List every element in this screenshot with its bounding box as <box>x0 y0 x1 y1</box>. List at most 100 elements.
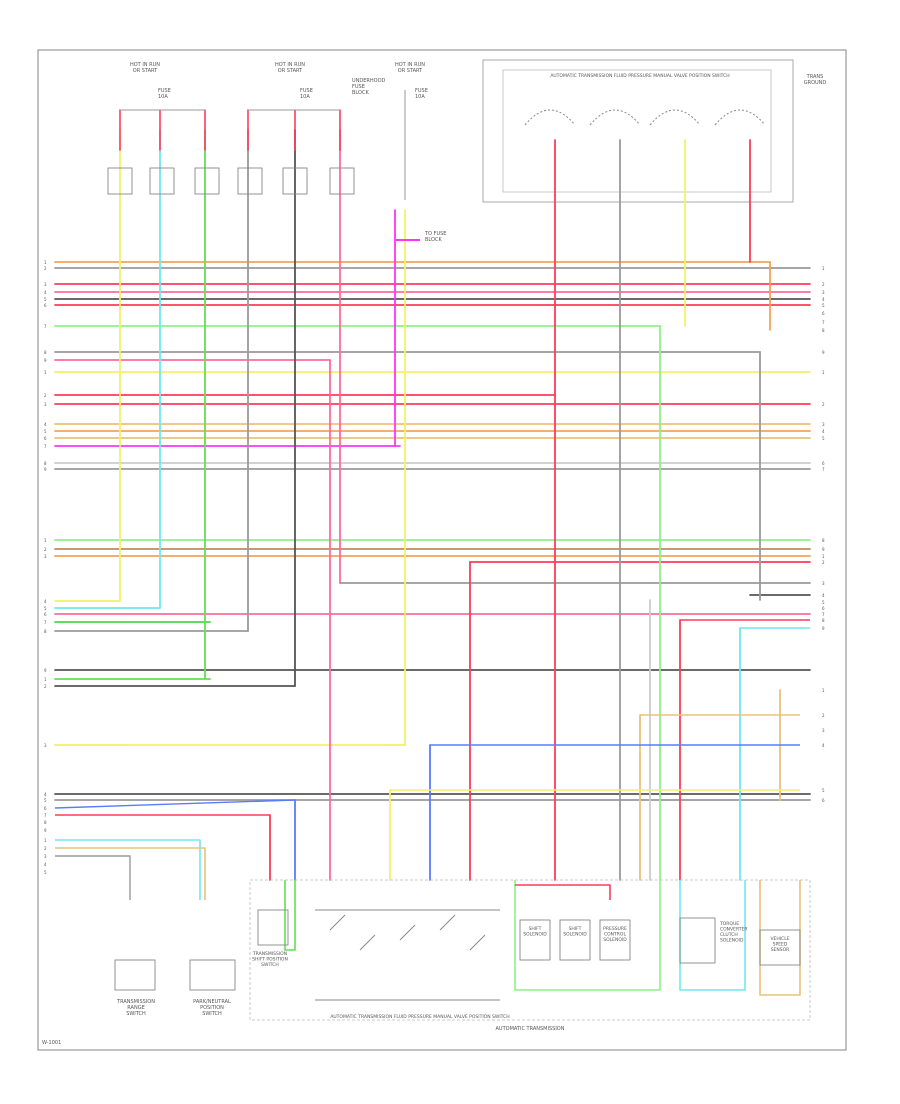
pin-left-1: 2 <box>44 266 47 271</box>
pressure-solenoid <box>599 919 631 961</box>
label-solenoid-c: PRESSURE <box>603 926 627 932</box>
pin-right-19: 2 <box>822 560 825 565</box>
label-park-neutral: SWITCH <box>202 1011 222 1017</box>
label-park-neutral: PARK/NEUTRAL <box>193 999 231 1005</box>
label-solenoid-a: SOLENOID <box>523 932 547 938</box>
park-neutral-body <box>189 959 236 991</box>
speed-sensor <box>759 929 801 966</box>
pin-left-28: 2 <box>44 684 47 689</box>
pin-right-21: 4 <box>822 593 825 598</box>
pin-right-32: 6 <box>822 798 825 803</box>
pin-left-33: 7 <box>44 813 47 818</box>
pressure-contact-2 <box>649 109 701 126</box>
pin-left-4: 5 <box>44 297 47 302</box>
pin-right-14: 6 <box>822 461 825 466</box>
pin-left-13: 5 <box>44 429 47 434</box>
label-hot-mid: OR START <box>278 68 303 74</box>
pin-left-14: 6 <box>44 436 47 441</box>
pin-left-11: 3 <box>44 402 47 407</box>
pin-left-23: 6 <box>44 612 47 617</box>
pin-right-11: 3 <box>822 422 825 427</box>
label-fuse-a: 10A <box>158 94 168 100</box>
wire-cyan-bottom <box>55 839 201 900</box>
label-fuse-a: FUSE <box>158 88 171 94</box>
label-shift-pos: SWITCH <box>261 962 279 968</box>
label-solenoid-c: SOLENOID <box>603 937 627 943</box>
pin-left-39: 4 <box>44 862 47 867</box>
pin-left-34: 8 <box>44 820 47 825</box>
pin-right-1: 2 <box>822 282 825 287</box>
switch-contact-4 <box>469 934 486 951</box>
pin-right-2: 3 <box>822 290 825 295</box>
label-hot-left: OR START <box>133 68 158 74</box>
pin-left-21: 4 <box>44 599 47 604</box>
label-speed-sensor: VEHICLE <box>770 936 789 942</box>
pin-left-32: 6 <box>44 806 47 811</box>
label-park-neutral: POSITION <box>200 1005 224 1011</box>
pressure-contact-0 <box>524 109 576 126</box>
pin-left-26: 9 <box>44 668 47 673</box>
label-underhood: BLOCK <box>352 90 369 96</box>
pin-left-30: 4 <box>44 792 47 797</box>
label-pressure-switch: AUTOMATIC TRANSMISSION FLUID PRESSURE MA… <box>330 1014 509 1020</box>
pin-left-35: 9 <box>44 828 47 833</box>
pin-right-4: 5 <box>822 303 825 308</box>
label-tcc: TORQUE <box>719 921 739 927</box>
label-range-switch: SWITCH <box>126 1011 146 1017</box>
pin-left-9: 1 <box>44 370 47 375</box>
pin-right-20: 3 <box>822 581 825 586</box>
label-tcc: SOLENOID <box>720 938 744 944</box>
wire-gray-bottom <box>55 855 131 900</box>
pin-left-20: 3 <box>44 554 47 559</box>
components <box>107 109 801 1001</box>
connector-block-5 <box>329 167 355 195</box>
pin-right-26: 9 <box>822 626 825 631</box>
pin-left-3: 4 <box>44 290 47 295</box>
pin-left-7: 8 <box>44 350 47 355</box>
connector-block-2 <box>194 167 220 195</box>
pin-left-19: 2 <box>44 547 47 552</box>
label-trans-ground: TRANS <box>806 74 824 80</box>
label-shift-pos: SHIFT POSITION <box>252 957 288 963</box>
pin-left-31: 5 <box>44 798 47 803</box>
range-switch-body <box>114 959 156 991</box>
switch-contact-3 <box>439 914 456 931</box>
tcc-solenoid <box>679 917 716 964</box>
pin-left-36: 1 <box>44 838 47 843</box>
label-underhood: UNDERHOOD <box>352 78 386 84</box>
label-fuse-b: FUSE <box>300 88 313 94</box>
label-fuse-c: FUSE <box>415 88 428 94</box>
shift-solenoid-b <box>559 919 591 961</box>
pin-left-17: 9 <box>44 467 47 472</box>
label-auto-trans: AUTOMATIC TRANSMISSION <box>496 1026 565 1032</box>
pin-right-6: 7 <box>822 320 825 325</box>
pin-left-8: 9 <box>44 358 47 363</box>
pin-left-18: 1 <box>44 538 47 543</box>
pin-left-38: 3 <box>44 854 47 859</box>
diagram-border <box>37 49 847 1051</box>
label-solenoid-b: SHIFT <box>569 926 582 932</box>
label-solenoid-a: SHIFT <box>529 926 542 932</box>
pin-right-10: 2 <box>822 402 825 407</box>
label-underhood: FUSE <box>352 84 365 90</box>
connector-block-0 <box>107 167 133 195</box>
label-solenoid-c: CONTROL <box>604 932 626 938</box>
wire-grn-small <box>284 880 296 951</box>
wire-red-loop <box>515 884 611 900</box>
pin-left-5: 6 <box>44 303 47 308</box>
label-speed-sensor: SPEED <box>773 942 788 948</box>
label-fuse-c: 10A <box>415 94 425 100</box>
pin-right-12: 4 <box>822 429 825 434</box>
pressure-contact-3 <box>714 109 766 126</box>
pin-right-8: 9 <box>822 350 825 355</box>
label-tcc: CLUTCH <box>720 932 738 938</box>
label-shift-pos: TRANSMISSION <box>252 951 287 957</box>
pin-right-3: 4 <box>822 297 825 302</box>
trans-component-area <box>249 879 811 1021</box>
label-hot-left: HOT IN RUN <box>130 62 160 68</box>
connector-block-1 <box>149 167 175 195</box>
pin-left-40: 5 <box>44 870 47 875</box>
pin-right-0: 1 <box>822 266 825 271</box>
